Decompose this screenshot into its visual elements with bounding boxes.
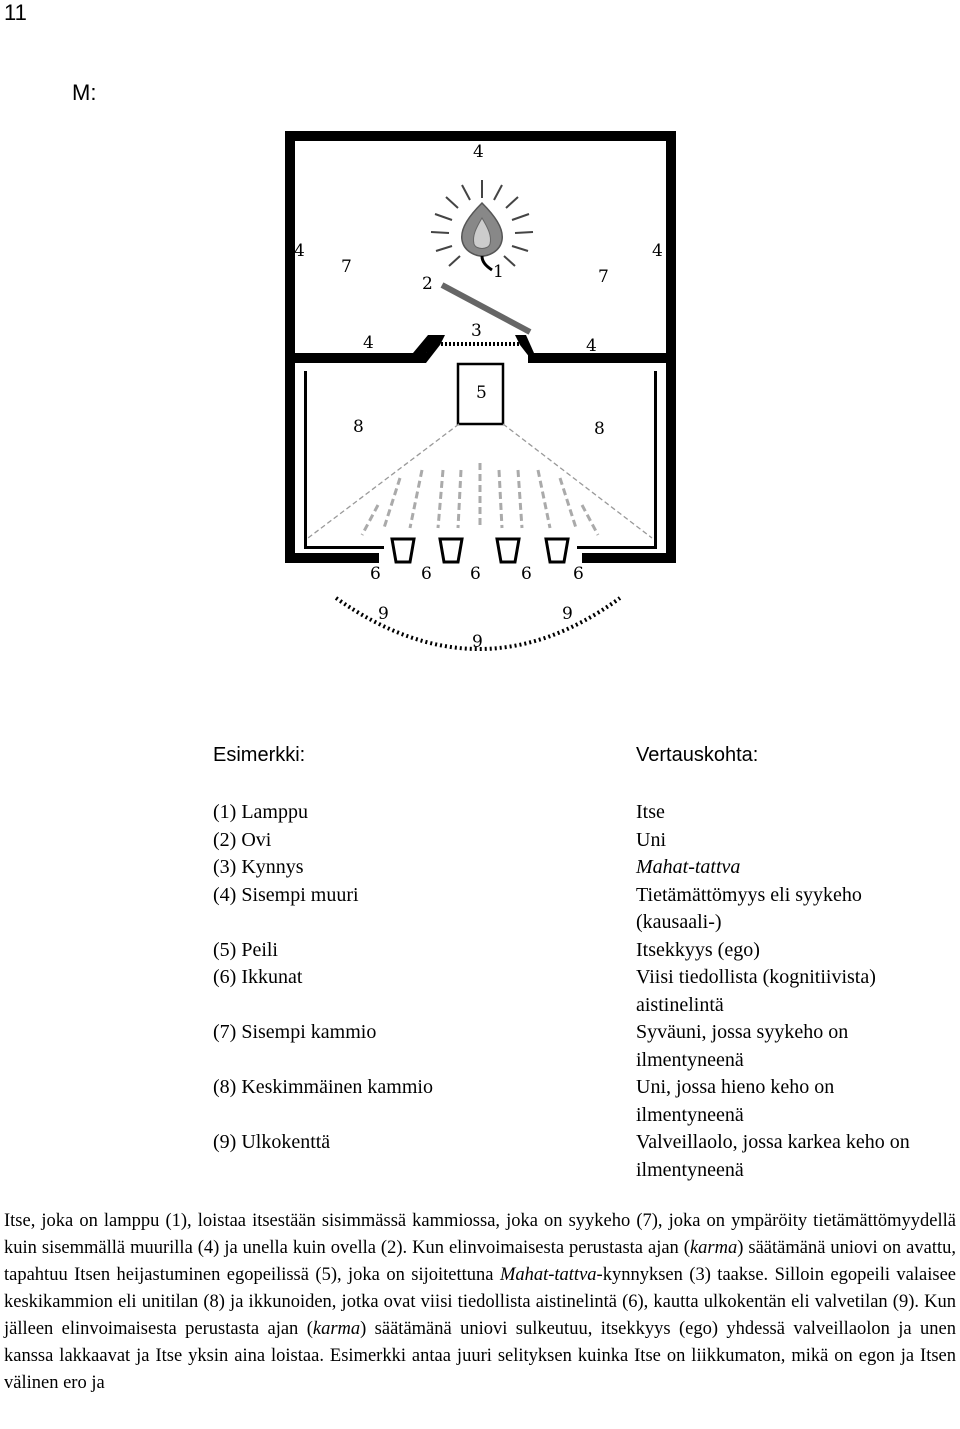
- legend-example: (9) Ulkokenttä: [213, 1131, 331, 1153]
- legend-example: (1) Lamppu: [213, 801, 308, 823]
- label-middle-chamber-right: 8: [594, 419, 605, 439]
- paragraph-text: ) säätämänä uniovi sulkeutuu, itsekkyys …: [4, 1319, 956, 1393]
- label-wall-right: 4: [652, 241, 663, 261]
- legend-row: (2) Ovi Uni: [213, 827, 953, 855]
- legend-example: (8) Keskimmäinen kammio: [213, 1076, 433, 1098]
- label-outer-field-bottom: 9: [472, 632, 483, 652]
- legend-example: (6) Ikkunat: [213, 966, 303, 988]
- light-rays: [360, 463, 600, 536]
- legend-meaning: Itse: [636, 801, 665, 823]
- legend-example: (5) Peili: [213, 938, 278, 961]
- legend-list: (1) Lamppu Itse (2) Ovi Uni (3) Kynnys M…: [213, 799, 953, 1184]
- paragraph-text: ) säätämänä uniovi on avattu, tapahtuu I…: [4, 1238, 956, 1285]
- door: [440, 282, 532, 335]
- lamp-chamber-diagram: 4 4 4 7 7 1 2 3 4 4 5 8 8 6 6 6 6 6 9 9 …: [285, 131, 676, 652]
- window: [438, 537, 464, 564]
- inner-wall: [285, 131, 676, 363]
- term-karma: karma: [312, 1319, 361, 1339]
- lamp-rays: [430, 180, 534, 267]
- label-wall-top: 4: [473, 142, 484, 162]
- label-threshold: 3: [471, 321, 482, 341]
- legend-row: (9) Ulkokenttä Valveillaolo, jossa karke…: [213, 1129, 953, 1184]
- legend-example: (4) Sisempi muuri: [213, 883, 359, 906]
- label-door: 2: [422, 274, 433, 294]
- legend-meaning: Valveillaolo, jossa karkea keho on ilmen…: [636, 1131, 910, 1181]
- explanation-paragraph: Itse, joka on lamppu (1), loistaa itsest…: [4, 1208, 956, 1397]
- label-window: 6: [421, 564, 432, 584]
- window: [495, 537, 521, 564]
- label-lamp: 1: [493, 262, 504, 282]
- legend-meaning: Mahat-tattva: [636, 856, 741, 878]
- page-number: 11: [4, 0, 27, 25]
- mirror: [456, 362, 505, 426]
- legend-row: (6) Ikkunat Viisi tiedollista (kognitiiv…: [213, 964, 953, 1019]
- label-window: 6: [470, 564, 481, 584]
- window: [390, 537, 416, 564]
- label-window: 6: [521, 564, 532, 584]
- legend-meaning: Uni: [636, 828, 666, 851]
- legend-row: (5) Peili Itsekkyys (ego): [213, 937, 953, 965]
- paragraph-text: -kynnyksen (3) taakse. Silloin egopeili …: [4, 1265, 956, 1339]
- label-window: 6: [370, 564, 381, 584]
- term-karma: karma: [689, 1238, 738, 1258]
- legend-meaning: Uni, jossa hieno keho on ilmentyneenä: [636, 1076, 835, 1126]
- label-wall-inner-right: 4: [586, 336, 597, 356]
- legend-row: (1) Lamppu Itse: [213, 799, 953, 827]
- windows: [390, 537, 570, 564]
- middle-chamber-walls: [285, 363, 676, 563]
- legend-example: (2) Ovi: [213, 828, 272, 851]
- legend-row: (3) Kynnys Mahat-tattva: [213, 854, 953, 882]
- lamp-wick: [480, 255, 493, 272]
- window: [544, 537, 570, 564]
- label-wall-inner-left: 4: [363, 333, 374, 353]
- label-middle-chamber-left: 8: [353, 417, 364, 437]
- legend-meaning: Itsekkyys (ego): [636, 938, 760, 961]
- label-inner-chamber-right: 7: [598, 267, 609, 287]
- lamp-flame-core: [473, 217, 491, 249]
- paragraph-text: Itse, joka on lamppu (1), loistaa itsest…: [4, 1211, 956, 1258]
- comparison-column-header: Vertauskohta:: [636, 744, 759, 766]
- legend-example: (7) Sisempi kammio: [213, 1021, 377, 1043]
- example-column-header: Esimerkki:: [213, 744, 306, 766]
- label-outer-field-right: 9: [562, 604, 573, 624]
- section-label: M:: [72, 80, 97, 105]
- label-mirror: 5: [476, 383, 487, 403]
- term-mahat-tattva: Mahat-tattva: [499, 1265, 597, 1285]
- label-window: 6: [573, 564, 584, 584]
- legend-row: (8) Keskimmäinen kammio Uni, jossa hieno…: [213, 1074, 953, 1129]
- label-outer-field-left: 9: [378, 604, 389, 624]
- label-wall-left: 4: [294, 241, 305, 261]
- legend-example: (3) Kynnys: [213, 856, 304, 878]
- legend-row: (4) Sisempi muuri Tietämättömyys eli syy…: [213, 882, 953, 937]
- light-beams: [307, 423, 653, 539]
- label-inner-chamber-left: 7: [341, 257, 352, 277]
- legend-meaning: Viisi tiedollista (kognitiivista) aistin…: [636, 966, 876, 1016]
- legend-row: (7) Sisempi kammio Syväuni, jossa syykeh…: [213, 1019, 953, 1074]
- legend-meaning: Syväuni, jossa syykeho on ilmentyneenä: [636, 1021, 849, 1071]
- legend-meaning: Tietämättömyys eli syykeho (kausaali-): [636, 883, 862, 934]
